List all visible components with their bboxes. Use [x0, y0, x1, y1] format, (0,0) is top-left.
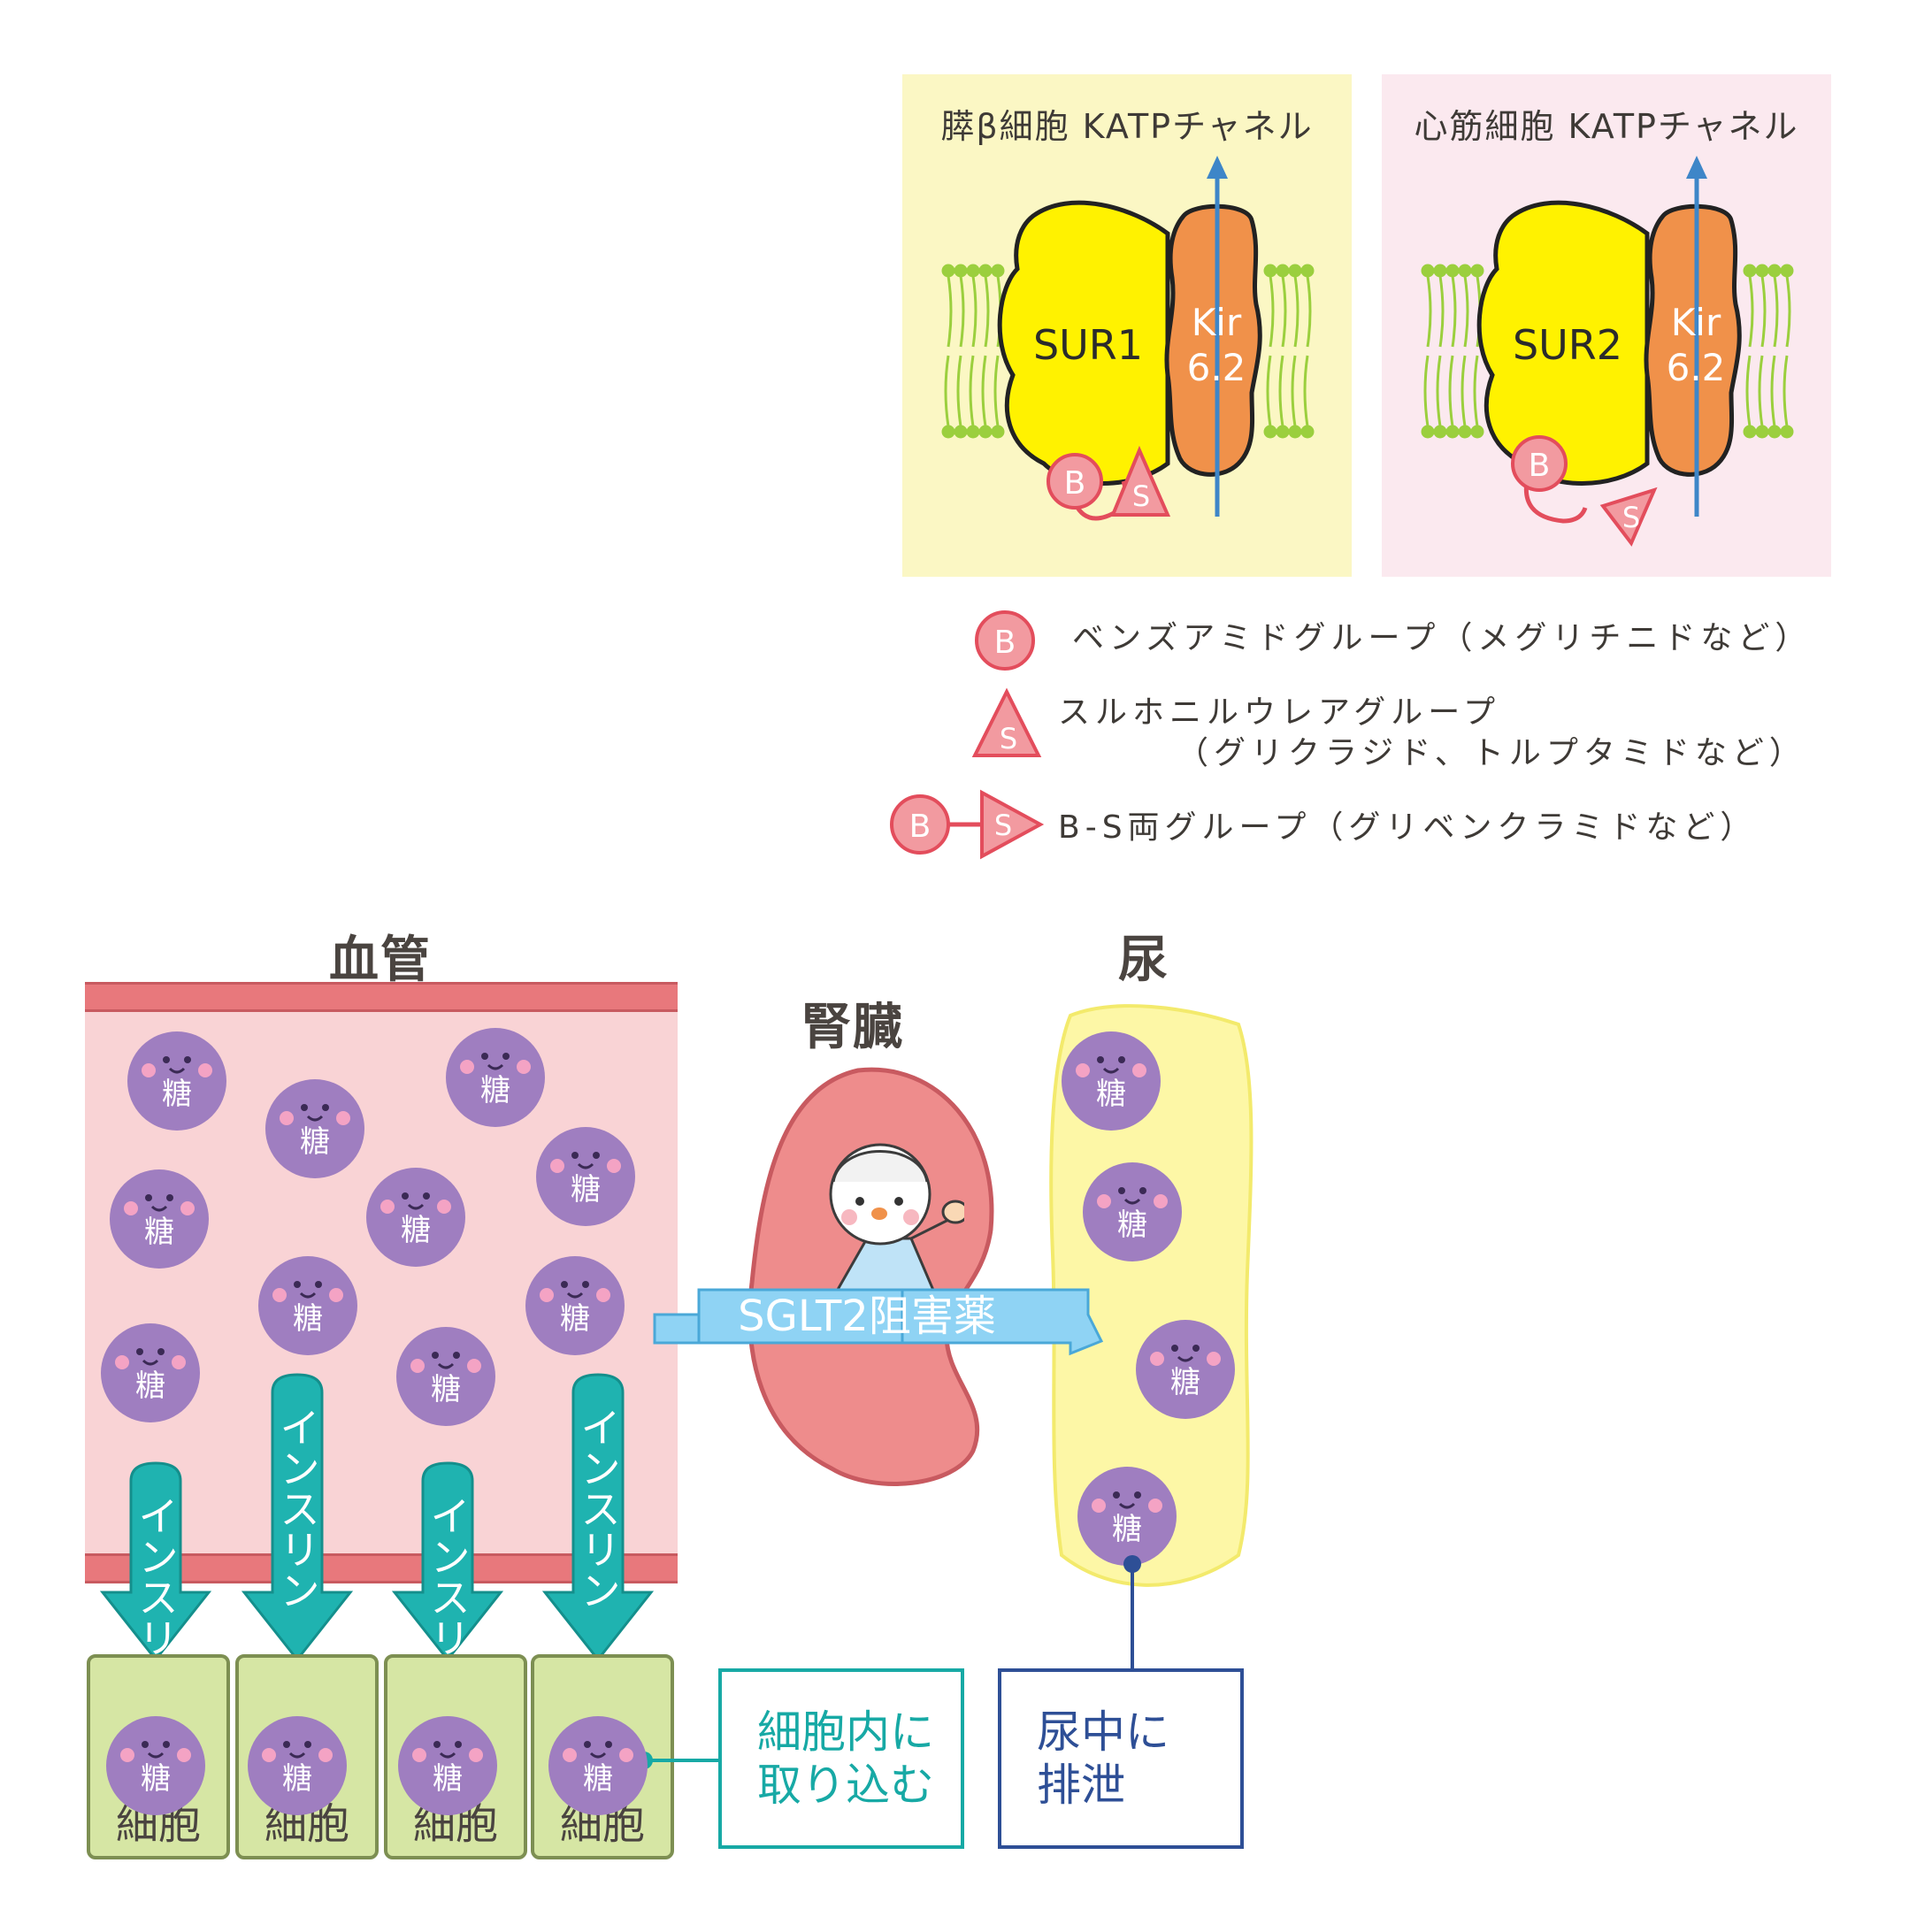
insulin-arrow-icon: インスリン [391, 1461, 504, 1663]
sugar-label: 糖 [1117, 1208, 1147, 1243]
sugar-label: 糖 [135, 1368, 165, 1404]
sugar-label: 糖 [571, 1172, 601, 1208]
insulin-arrow-icon: インスリン [541, 1373, 655, 1662]
insulin-label: インスリン [424, 1495, 472, 1663]
legend-benzamide: ベンズアミドグループ（メグリチニドなど） [1072, 620, 1813, 656]
kir-subunit [1644, 203, 1742, 477]
sugar-molecule-icon: 糖 [265, 1079, 364, 1178]
s-letter: S [1000, 722, 1017, 755]
kir-subunit [1164, 203, 1262, 477]
sugar-label: 糖 [162, 1077, 192, 1112]
sugar-molecule-icon: 糖 [398, 1716, 497, 1815]
katp-panel-cardiac-cell: 心筋細胞 KATPチャネル SUR2 Kir 6.2 B S [1382, 74, 1831, 577]
legend-both: B-S両グループ（グリベンクラミドなど） [1058, 809, 1758, 846]
sugar-label: 糖 [583, 1761, 613, 1797]
kir-label-line2: 6.2 [1667, 346, 1726, 389]
sglt2-inhibitor-arrow: SGLT2阻害薬 [653, 1288, 1104, 1356]
sugar-label: 糖 [144, 1215, 174, 1250]
excrete-box: 尿中に 排泄 [998, 1668, 1244, 1849]
sugar-label: 糖 [300, 1124, 330, 1160]
legend-icon-both: B S [890, 789, 1045, 860]
benzamide-site-icon [1511, 435, 1568, 492]
urine-label: 尿 [1118, 932, 1169, 989]
sugar-molecule-icon: 糖 [1077, 1467, 1177, 1566]
legend-icon-sulfonylurea: S [971, 687, 1042, 757]
panel-title: 膵β細胞 KATPチャネル [940, 107, 1314, 146]
kir-label-line1: Kir [1671, 301, 1721, 344]
sur-label: SUR2 [1513, 321, 1622, 369]
b-letter: B [909, 809, 932, 845]
membrane-icon [1421, 264, 1794, 439]
sugar-label: 糖 [141, 1761, 171, 1797]
uptake-line2: 取り込む [757, 1760, 934, 1811]
sugar-label: 糖 [401, 1213, 431, 1248]
sugar-molecule-icon: 糖 [396, 1327, 495, 1426]
sugar-molecule-icon: 糖 [548, 1716, 648, 1815]
sugar-molecule-icon: 糖 [258, 1256, 357, 1355]
sugar-label: 糖 [1112, 1512, 1142, 1547]
sugar-label: 糖 [1096, 1077, 1126, 1112]
sugar-molecule-icon: 糖 [446, 1028, 545, 1127]
sugar-molecule-icon: 糖 [1083, 1162, 1182, 1261]
s-letter: S [1622, 501, 1640, 534]
excrete-line1: 尿中に [1037, 1706, 1169, 1758]
sugar-molecule-icon: 糖 [248, 1716, 347, 1815]
insulin-label: インスリン [132, 1495, 180, 1663]
insulin-arrow-icon: インスリン [99, 1461, 212, 1663]
b-letter: B [994, 625, 1016, 661]
s-letter: S [994, 809, 1012, 842]
insulin-label: インスリン [574, 1407, 622, 1610]
blood-vessel-label: 血管 [329, 932, 432, 989]
excrete-line2: 排泄 [1037, 1760, 1125, 1811]
sugar-molecule-icon: 糖 [536, 1127, 635, 1226]
sugar-molecule-icon: 糖 [525, 1256, 625, 1355]
sulfonylurea-site-icon [1599, 487, 1658, 547]
katp-channel-icon: SUR1 Kir 6.2 B S [941, 156, 1315, 521]
legend-sulfonylurea-line1: スルホニルウレアグループ [1058, 694, 1501, 731]
sugar-molecule-icon: 糖 [106, 1716, 205, 1815]
benzamide-site-icon [1046, 453, 1103, 510]
panel-title: 心筋細胞 KATPチャネル [1414, 107, 1799, 146]
membrane-icon [941, 264, 1315, 439]
sugar-label: 糖 [560, 1301, 590, 1337]
b-letter: B [1529, 448, 1551, 484]
s-letter: S [1132, 479, 1150, 513]
sugar-label: 糖 [282, 1761, 312, 1797]
sur-subunit [997, 200, 1170, 486]
kidney-label: 腎臓 [801, 999, 904, 1056]
legend-icon-benzamide: B [975, 610, 1035, 671]
uptake-line1: 細胞内に [757, 1706, 934, 1758]
mascot-icon [829, 1143, 964, 1300]
sugar-molecule-icon: 糖 [101, 1323, 200, 1422]
sugar-label: 糖 [293, 1301, 323, 1337]
insulin-arrow-icon: インスリン [241, 1373, 354, 1662]
sugar-molecule-icon: 糖 [127, 1031, 226, 1131]
sugar-molecule-icon: 糖 [366, 1168, 465, 1267]
sugar-molecule-icon: 糖 [1062, 1031, 1161, 1131]
sur-label: SUR1 [1033, 321, 1143, 369]
insulin-label: インスリン [273, 1407, 321, 1610]
sugar-label: 糖 [480, 1073, 510, 1108]
kir-label-line1: Kir [1192, 301, 1242, 344]
kir-label-line2: 6.2 [1187, 346, 1246, 389]
vessel-wall-top [85, 982, 678, 1012]
legend-sulfonylurea-line2: （グリクラジド、トルプタミドなど） [1177, 735, 1806, 771]
sglt2-label: SGLT2阻害薬 [738, 1292, 996, 1341]
b-letter: B [1064, 465, 1086, 502]
sugar-label: 糖 [433, 1761, 463, 1797]
sulfonylurea-site-icon [1110, 445, 1171, 517]
sugar-label: 糖 [1170, 1365, 1200, 1400]
urine-container [1049, 1004, 1254, 1587]
sugar-molecule-icon: 糖 [1136, 1320, 1235, 1419]
katp-panel-beta-cell: 膵β細胞 KATPチャネル SUR1 Kir 6.2 B [902, 74, 1352, 577]
sugar-molecule-icon: 糖 [110, 1169, 209, 1269]
sur-subunit [1476, 200, 1650, 486]
katp-channel-icon: SUR2 Kir 6.2 B S [1421, 156, 1794, 547]
uptake-box: 細胞内に 取り込む [718, 1668, 964, 1849]
sugar-label: 糖 [431, 1372, 461, 1407]
